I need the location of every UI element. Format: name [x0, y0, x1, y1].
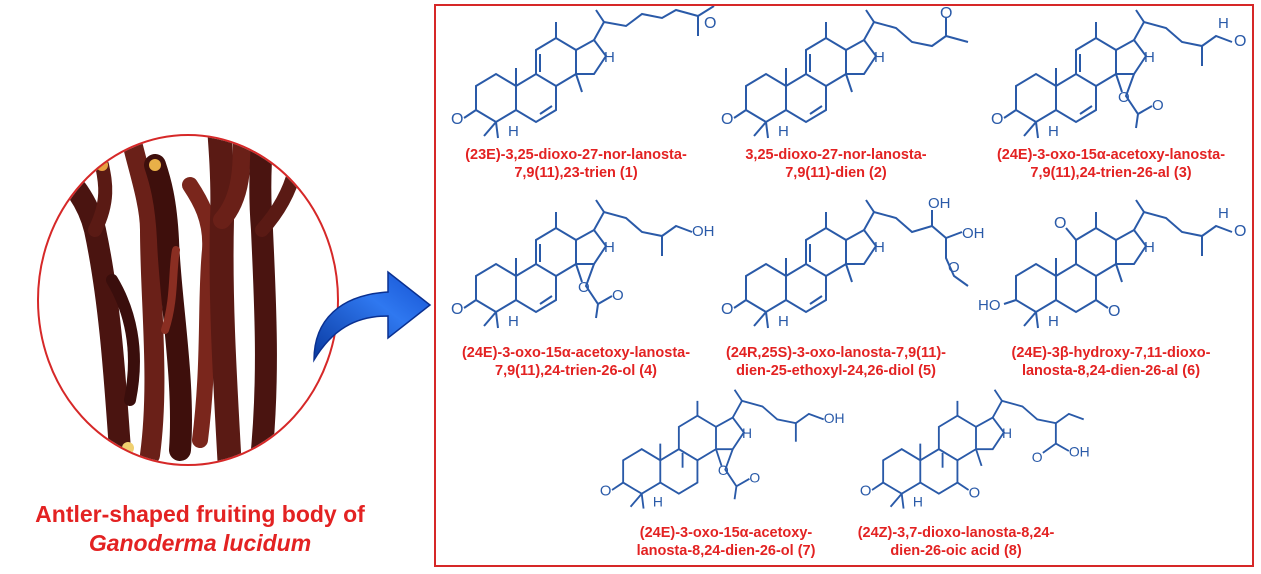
compound-4-acetoxy-o: O: [578, 279, 590, 296]
compound-3-acetoxy-carbonyl-o: O: [1152, 97, 1164, 114]
compound-4-oh-label: OH: [692, 223, 715, 240]
compound-3-name-line1: (24E)-3-oxo-15α-acetoxy-lanosta-: [996, 147, 1226, 163]
compound-6-ho-label: HO: [978, 297, 1001, 314]
compound-4-oxygen-label: O: [451, 301, 463, 318]
compound-2-name-line2: 7,9(11)-dien (2): [785, 165, 887, 181]
compound-4-label: (24E)-3-oxo-15α-acetoxy-lanosta- 7,9(11)…: [426, 344, 726, 380]
compound-8-c7-oxygen: O: [969, 485, 981, 501]
compound-2-structure: O O H H: [721, 6, 969, 140]
fruiting-body-figure: Antler-shaped fruiting body of Ganoderma…: [0, 0, 400, 574]
compound-7: O OH O O H H (24E)-3-oxo-15α-acetoxy- la…: [576, 386, 856, 566]
compound-6: HO O O O H H H (24E)-3β-hydroxy-7,11-dio…: [976, 196, 1256, 386]
compound-4-name-line1: (24E)-3-oxo-15α-acetoxy-lanosta-: [461, 345, 691, 361]
compound-1-ketone-oxygen: O: [704, 15, 716, 32]
compound-3-name-line2: 7,9(11),24-trien-26-al (3): [1030, 165, 1192, 181]
compound-8-name-line2: dien-26-oic acid (8): [890, 543, 1022, 559]
compound-3-oxygen-label: O: [991, 111, 1003, 128]
compound-8-name-line1: (24Z)-3,7-dioxo-lanosta-8,24-: [857, 525, 1055, 541]
compound-3-label: (24E)-3-oxo-15α-acetoxy-lanosta- 7,9(11)…: [956, 146, 1261, 182]
compounds-panel: O O H H (23E)-3,25-dioxo-27-nor-lanosta-…: [434, 4, 1254, 567]
compound-3-h-label: H: [1048, 123, 1059, 140]
compound-5-oh26-label: OH: [962, 225, 985, 242]
compound-3-aldehyde-h: H: [1218, 15, 1229, 32]
compound-2-label: 3,25-dioxo-27-nor-lanosta- 7,9(11)-dien …: [686, 146, 986, 182]
compound-5-ethoxy-o: O: [948, 259, 960, 276]
compound-2-h-label: H: [778, 123, 789, 140]
compound-7-h-label: H: [653, 494, 663, 510]
compound-7-oxygen-label: O: [600, 484, 612, 500]
compound-2-h17-label: H: [874, 49, 885, 66]
compound-4-acetoxy-carbonyl-o: O: [612, 287, 624, 304]
compound-5-label: (24R,25S)-3-oxo-lanosta-7,9(11)- dien-25…: [686, 344, 986, 380]
compound-5-oxygen-label: O: [721, 301, 733, 318]
compound-6-h17-label: H: [1144, 239, 1155, 256]
compound-8-oxygen-label: O: [860, 484, 872, 500]
caption-line-1: Antler-shaped fruiting body of: [35, 501, 365, 527]
compound-4-h-label: H: [508, 313, 519, 330]
compound-6-aldehyde-oxygen: O: [1234, 223, 1246, 240]
compound-8-h17-label: H: [1002, 425, 1012, 441]
compound-4-h17-label: H: [604, 239, 615, 256]
compound-8-acid-oh: OH: [1069, 444, 1090, 460]
compound-6-aldehyde-h: H: [1218, 205, 1229, 222]
compound-1-label: (23E)-3,25-dioxo-27-nor-lanosta- 7,9(11)…: [426, 146, 726, 182]
compound-3-structure: O O H O O H H: [991, 9, 1246, 140]
compound-6-label: (24E)-3β-hydroxy-7,11-dioxo- lanosta-8,2…: [956, 344, 1261, 380]
compound-6-structure: HO O O O H H H: [978, 199, 1246, 330]
compound-4-structure: O OH O O H H: [451, 199, 715, 330]
compound-8-acid-o: O: [1032, 449, 1043, 465]
compound-7-structure: O OH O O H H: [600, 389, 845, 510]
compound-3-h17-label: H: [1144, 49, 1155, 66]
compound-1-oxygen-label: O: [451, 111, 463, 128]
compound-3-acetoxy-o: O: [1118, 89, 1130, 106]
compound-7-acetoxy-carbonyl-o: O: [749, 470, 760, 486]
compound-5-name-line1: (24R,25S)-3-oxo-lanosta-7,9(11)-: [726, 345, 946, 361]
compound-7-h17-label: H: [742, 425, 752, 441]
compound-6-c11-oxygen: O: [1054, 215, 1066, 232]
compound-4: O OH O O H H (24E)-3-oxo-15α-acetoxy-lan…: [436, 196, 716, 386]
compound-5-h17-label: H: [874, 239, 885, 256]
compound-7-acetoxy-o: O: [718, 462, 729, 478]
compound-2-name-line1: 3,25-dioxo-27-nor-lanosta-: [745, 147, 927, 163]
compound-7-name-line2: lanosta-8,24-dien-26-ol (7): [636, 543, 816, 559]
compound-6-c7-oxygen: O: [1108, 303, 1120, 320]
compound-2-ketone-oxygen: O: [940, 6, 952, 22]
compound-7-label: (24E)-3-oxo-15α-acetoxy- lanosta-8,24-di…: [576, 524, 876, 560]
compound-6-name-line1: (24E)-3β-hydroxy-7,11-dioxo-: [1011, 345, 1211, 361]
compound-1-name-line1: (23E)-3,25-dioxo-27-nor-lanosta-: [465, 147, 687, 163]
compound-8: O O O OH H H (24Z)-3,7-dioxo-lanosta-8,2…: [836, 386, 1116, 566]
compound-1-h-label: H: [508, 123, 519, 140]
compound-5-structure: O OH OH O H H: [721, 196, 985, 330]
compound-1-name-line2: 7,9(11),23-trien (1): [514, 165, 638, 181]
compound-6-name-line2: lanosta-8,24-dien-26-al (6): [1021, 363, 1201, 379]
compound-2-oxygen-label: O: [721, 111, 733, 128]
compound-7-name-line1: (24E)-3-oxo-15α-acetoxy-: [639, 525, 813, 541]
compound-1-structure: O O H H: [451, 6, 716, 140]
compound-8-structure: O O O OH H H: [860, 389, 1090, 510]
compound-8-h-label: H: [913, 494, 923, 510]
compound-5: O OH OH O H H (24R,25S)-3-oxo-lanosta-7,…: [706, 196, 986, 386]
compound-3: O O H O O H H (24E)-3-oxo-15α-acetoxy-la…: [976, 6, 1256, 196]
compound-1-h17-label: H: [604, 49, 615, 66]
compound-5-h-label: H: [778, 313, 789, 330]
compound-5-name-line2: dien-25-ethoxyl-24,26-diol (5): [736, 363, 936, 379]
figure-caption: Antler-shaped fruiting body of Ganoderma…: [0, 500, 400, 558]
compound-1: O O H H (23E)-3,25-dioxo-27-nor-lanosta-…: [436, 6, 716, 196]
compound-5-oh24-label: OH: [928, 196, 951, 212]
fruiting-body-photo: [37, 134, 339, 466]
caption-line-2: Ganoderma lucidum: [88, 530, 312, 556]
compound-4-name-line2: 7,9(11),24-trien-26-ol (4): [495, 363, 657, 379]
compound-2: O O H H 3,25-dioxo-27-nor-lanosta- 7,9(1…: [706, 6, 986, 196]
compound-8-label: (24Z)-3,7-dioxo-lanosta-8,24- dien-26-oi…: [806, 524, 1106, 560]
compound-3-aldehyde-oxygen: O: [1234, 33, 1246, 50]
compound-6-h-label: H: [1048, 313, 1059, 330]
curved-arrow-icon: [313, 270, 432, 363]
compound-7-oh-label: OH: [824, 410, 845, 426]
